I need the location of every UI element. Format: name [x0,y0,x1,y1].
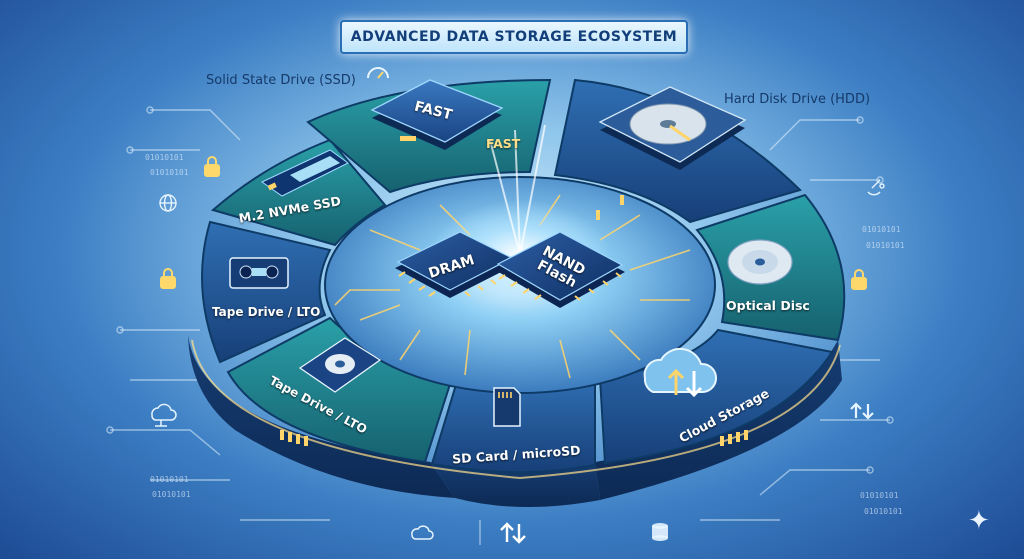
ssd-outer-label: Solid State Drive (SSD) [206,73,356,88]
binary-text: 01010101 [866,241,905,250]
nvme-stick [261,149,349,197]
page-title: ADVANCED DATA STORAGE ECOSYSTEM [350,29,678,45]
binary-text: 01010101 [864,507,903,516]
lock-icon [160,268,176,289]
lock-icon [204,156,220,177]
tape-cassette-device [229,257,289,289]
outer-circuit-traces [106,106,894,545]
gauge-icon [367,67,389,79]
segment-cloud [598,328,834,465]
sd-card-device [493,387,521,427]
optical-segment-label: Optical Disc [726,298,810,313]
nand-flash-chip [495,231,625,308]
cloud-sync-icon [411,525,434,540]
platform-glow-rim [191,339,841,480]
cloud-network-icon [151,403,177,427]
binary-text: 01010101 [152,490,191,499]
satellite-icon [867,179,885,196]
binary-text-deco: 01010101 01010101 01010101 01010101 0101… [145,153,905,516]
cloud-storage-icon [643,347,718,398]
lock-icon [851,269,867,290]
hdd-outer-label: Hard Disk Drive (HDD) [724,92,871,107]
disk-drive-device [298,337,382,393]
transfer-arrows-icon [500,522,526,544]
light-beams [489,124,546,256]
binary-text: 01010101 [860,491,899,500]
binary-text: 01010101 [150,168,189,177]
database-icon [652,523,668,541]
ssd-device [370,79,504,150]
binary-text: 01010101 [145,153,184,162]
sparkle-icon: ✦ [968,506,990,536]
segment-tape-upper [201,220,332,364]
gold-connectors [280,195,748,446]
hdd-device [598,86,747,170]
tape-upper-segment-label: Tape Drive / LTO [212,305,321,319]
transfer-arrows-icon [850,402,874,420]
globe-icon [159,194,177,212]
ssd-segment-label: FAST [486,136,521,151]
platform-side-wall [188,335,455,498]
binary-text: 01010101 [862,225,901,234]
optical-disc-device [727,239,793,285]
title-badge: ADVANCED DATA STORAGE ECOSYSTEM [340,20,688,54]
binary-text: 01010101 [150,475,189,484]
